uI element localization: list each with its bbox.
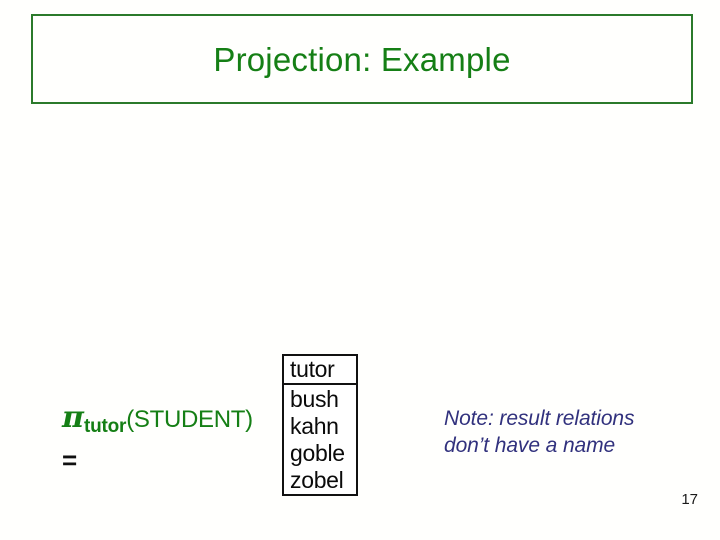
pi-operator-icon: π [62,400,84,435]
result-relation-table: tutor bush kahn goble zobel [282,354,358,496]
projection-formula: πtutor(STUDENT) = [62,403,253,475]
projection-relation-argument: (STUDENT) [126,406,253,433]
equals-sign: = [62,445,78,475]
table-row: zobel [290,467,344,493]
projection-formula-expression: πtutor(STUDENT) [62,403,253,437]
table-body: bush kahn goble zobel [284,385,356,494]
note-line-2: don’t have a name [444,434,616,458]
slide-title-box: Projection: Example [31,14,693,104]
table-column-header-tutor: tutor [284,356,356,385]
table-header-row: tutor [284,356,356,385]
slide-page-number: 17 [681,491,698,508]
note-line-1: Note: result relations [444,407,635,430]
table-row: bush [290,386,339,412]
table-row: goble [290,440,345,466]
note-text: Note: result relations don’t have a name [444,405,684,460]
table-row: kahn [290,413,339,439]
page-title: Projection: Example [213,40,511,78]
projection-subscript-attribute: tutor [83,416,127,437]
